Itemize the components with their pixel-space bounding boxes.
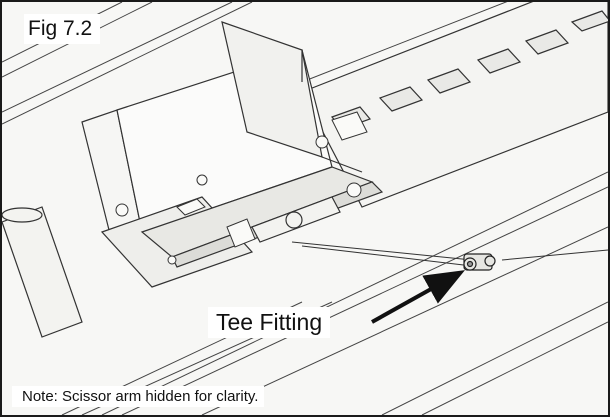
air-hose: [291, 241, 608, 267]
latch-hardware: [115, 111, 368, 265]
callout-arrow: [371, 270, 465, 324]
tee-fitting-label: Tee Fitting: [208, 307, 331, 338]
tee-fitting: [463, 253, 496, 271]
actuator-cylinder: [2, 196, 341, 338]
slotted-beam: [301, 2, 608, 208]
clarity-note: Note: Scissor arm hidden for clarity.: [12, 386, 265, 407]
figure-number: Fig 7.2: [24, 14, 101, 44]
